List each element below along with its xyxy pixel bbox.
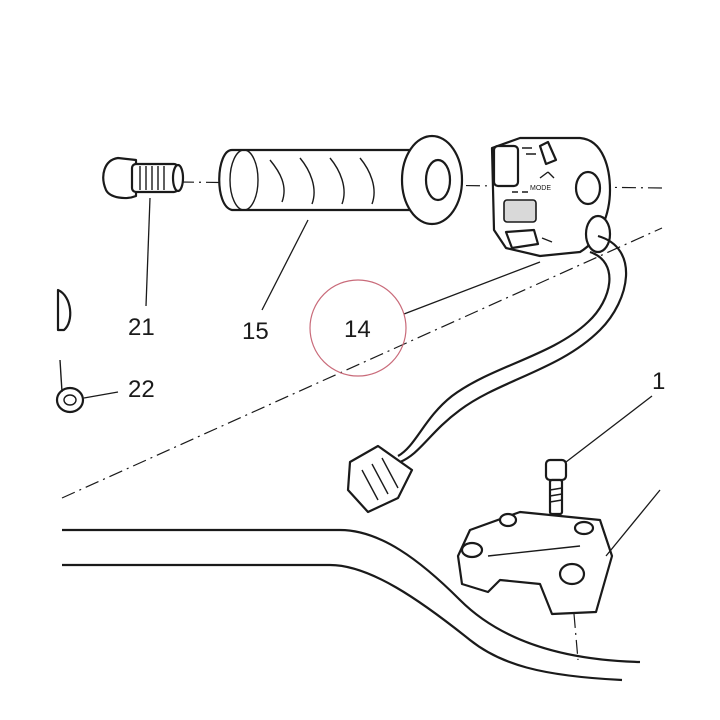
grip-end-21-drawing [102, 156, 185, 200]
handlebar-outline [62, 528, 641, 682]
label-1: 1 [652, 368, 666, 395]
switch-cable [397, 234, 628, 464]
highlight-circle [309, 279, 407, 377]
switch-14-drawing [490, 136, 612, 258]
washer-22-drawing [55, 359, 85, 414]
label-14: 14 [344, 316, 371, 343]
clamp-drawing [456, 510, 614, 661]
cable-connector [346, 444, 414, 514]
label-22: 22 [128, 376, 155, 403]
clamp-bolt-drawing [544, 458, 568, 561]
leader-lines [83, 197, 661, 557]
assembly-axis-line [61, 227, 663, 499]
label-15: 15 [242, 318, 269, 345]
switch-mode-text: MODE [530, 185, 551, 192]
label-21: 21 [128, 314, 155, 341]
grip-15-drawing [218, 134, 464, 226]
left-partial-part [56, 288, 72, 332]
